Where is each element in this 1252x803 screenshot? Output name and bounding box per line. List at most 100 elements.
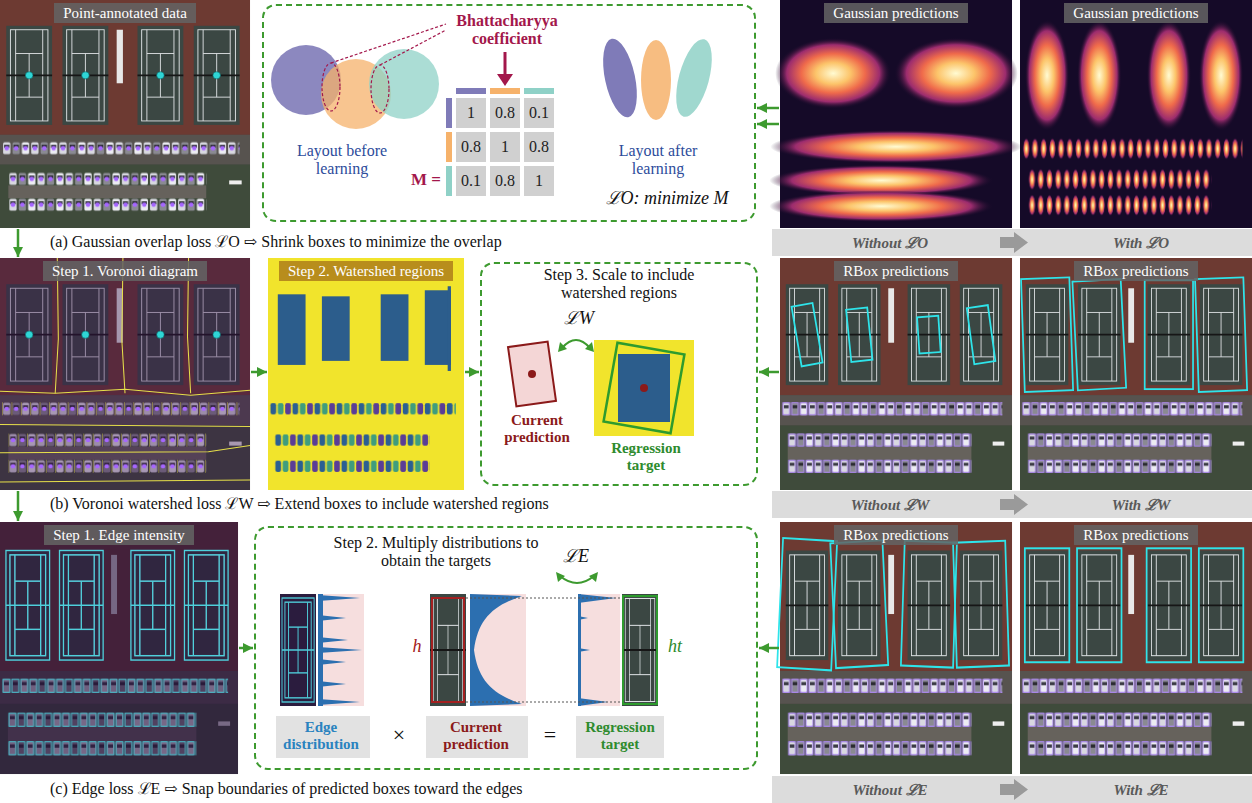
matrix-cell: 1 (535, 172, 543, 189)
svg-ellipse (769, 190, 993, 222)
svg-use (780, 258, 1012, 490)
svg-rect (1147, 548, 1191, 662)
rbox-image (777, 522, 1012, 774)
svg-use (0, 522, 238, 774)
svg-path (318, 681, 346, 687)
svg-use (1020, 522, 1252, 774)
image-panel: RBox predictions (780, 522, 1012, 774)
svg-rect (846, 307, 872, 361)
svg-rect (777, 538, 837, 670)
text-slot: (c) Edge loss ℒE ⇨ Snap boundaries of pr… (50, 780, 770, 798)
svg-use (184, 550, 228, 660)
svg-rect (604, 343, 685, 434)
svg-rect (490, 132, 520, 162)
svg-use (60, 550, 104, 660)
matrix-cell: 0.1 (461, 172, 481, 189)
svg-rect (456, 166, 486, 196)
connector-arrow (17, 229, 20, 257)
svg-ellipse (1199, 20, 1243, 131)
text-slot: 0.1 (524, 98, 554, 128)
edge-intensity-image (0, 522, 238, 774)
text-slot: ht (662, 636, 688, 657)
svg-use (1022, 402, 1242, 473)
text-slot: Point-annotated data (0, 4, 250, 22)
panel-header: RBox predictions (834, 525, 957, 545)
svg-rect (322, 296, 350, 361)
text-slot: Current prediction (482, 412, 592, 447)
svg-g (1021, 277, 1247, 392)
text-slot: ℒW (554, 308, 604, 329)
text-slot: Without ℒW (780, 497, 1000, 514)
text-slot: M = (406, 170, 446, 190)
svg-ellipse (894, 38, 1018, 109)
svg-use (131, 550, 175, 660)
svg-rect (1195, 277, 1247, 392)
panel-text: M = (411, 170, 441, 189)
svg-g (792, 303, 996, 366)
svg-g (430, 594, 466, 706)
connector-arrow (239, 647, 253, 650)
svg-rect (524, 98, 554, 128)
text-slot: Regression target (594, 440, 698, 475)
svg-path (318, 615, 346, 621)
svg-ellipse (371, 65, 389, 113)
text-slot: Gaussian predictions (1020, 4, 1252, 22)
connector-arrow (757, 123, 779, 126)
text-slot: 0.1 (456, 166, 486, 196)
panel-text: Current prediction (443, 719, 509, 752)
image-panel: Step 1. Voronoi diagram (0, 258, 250, 490)
svg-rect (448, 286, 451, 371)
text-slot: Regression target (576, 719, 664, 754)
text-slot: 1 (456, 98, 486, 128)
text-slot: Without ℒO (780, 235, 1000, 252)
matrix-cell: 0.8 (495, 104, 515, 121)
comparison-label: Without ℒW (851, 497, 930, 513)
panel-text: = (544, 722, 556, 747)
caption-band (772, 229, 1252, 803)
svg-ellipse (1147, 20, 1191, 131)
image-panel: RBox predictions (1020, 258, 1252, 490)
matrix-cell: 0.8 (529, 138, 549, 155)
svg-rect (792, 303, 823, 366)
panel-text: Regression target (585, 719, 655, 752)
panel-header: RBox predictions (834, 261, 957, 281)
matrix-cell: 0.1 (529, 104, 549, 121)
svg-use (622, 594, 658, 706)
svg-rect (425, 290, 451, 365)
svg-use (430, 594, 466, 706)
svg-use (1022, 136, 1242, 218)
svg-line (466, 598, 622, 599)
voronoi-image (0, 258, 250, 490)
svg-polygon (1000, 779, 1028, 800)
dashed-panel: Step 3. Scale to include watershed regio… (480, 262, 758, 486)
text-slot: Layout after learning (598, 142, 718, 179)
svg-use (2, 679, 228, 756)
image-panel: RBox predictions (780, 258, 1012, 490)
image-panel: Gaussian predictions (1020, 0, 1252, 228)
text-slot: Bhattacharyya coefficient (442, 12, 572, 49)
svg-path (578, 616, 588, 620)
svg-rect (1021, 277, 1073, 392)
svg-use (1022, 679, 1242, 756)
svg-rect (524, 132, 554, 162)
svg-rect (276, 716, 370, 758)
svg-ellipse (322, 63, 340, 111)
comparison-label: With ℒO (1113, 235, 1169, 251)
sub-caption: (c) Edge loss ℒE ⇨ Snap boundaries of pr… (50, 780, 523, 797)
svg-ellipse (641, 40, 671, 120)
svg-line (504, 52, 507, 76)
svg-polygon (589, 572, 598, 582)
svg-rect (953, 541, 1009, 668)
text-slot: Layout before learning (290, 142, 394, 179)
watershed-image (268, 258, 464, 490)
svg-g (578, 594, 616, 706)
svg-rect (524, 166, 554, 196)
text-slot: RBox predictions (1020, 262, 1252, 280)
panel-text: Bhattacharyya coefficient (456, 12, 557, 47)
svg-rect (490, 88, 520, 94)
svg-path (318, 595, 360, 601)
svg-rect (470, 594, 526, 706)
svg-circle (640, 384, 648, 392)
